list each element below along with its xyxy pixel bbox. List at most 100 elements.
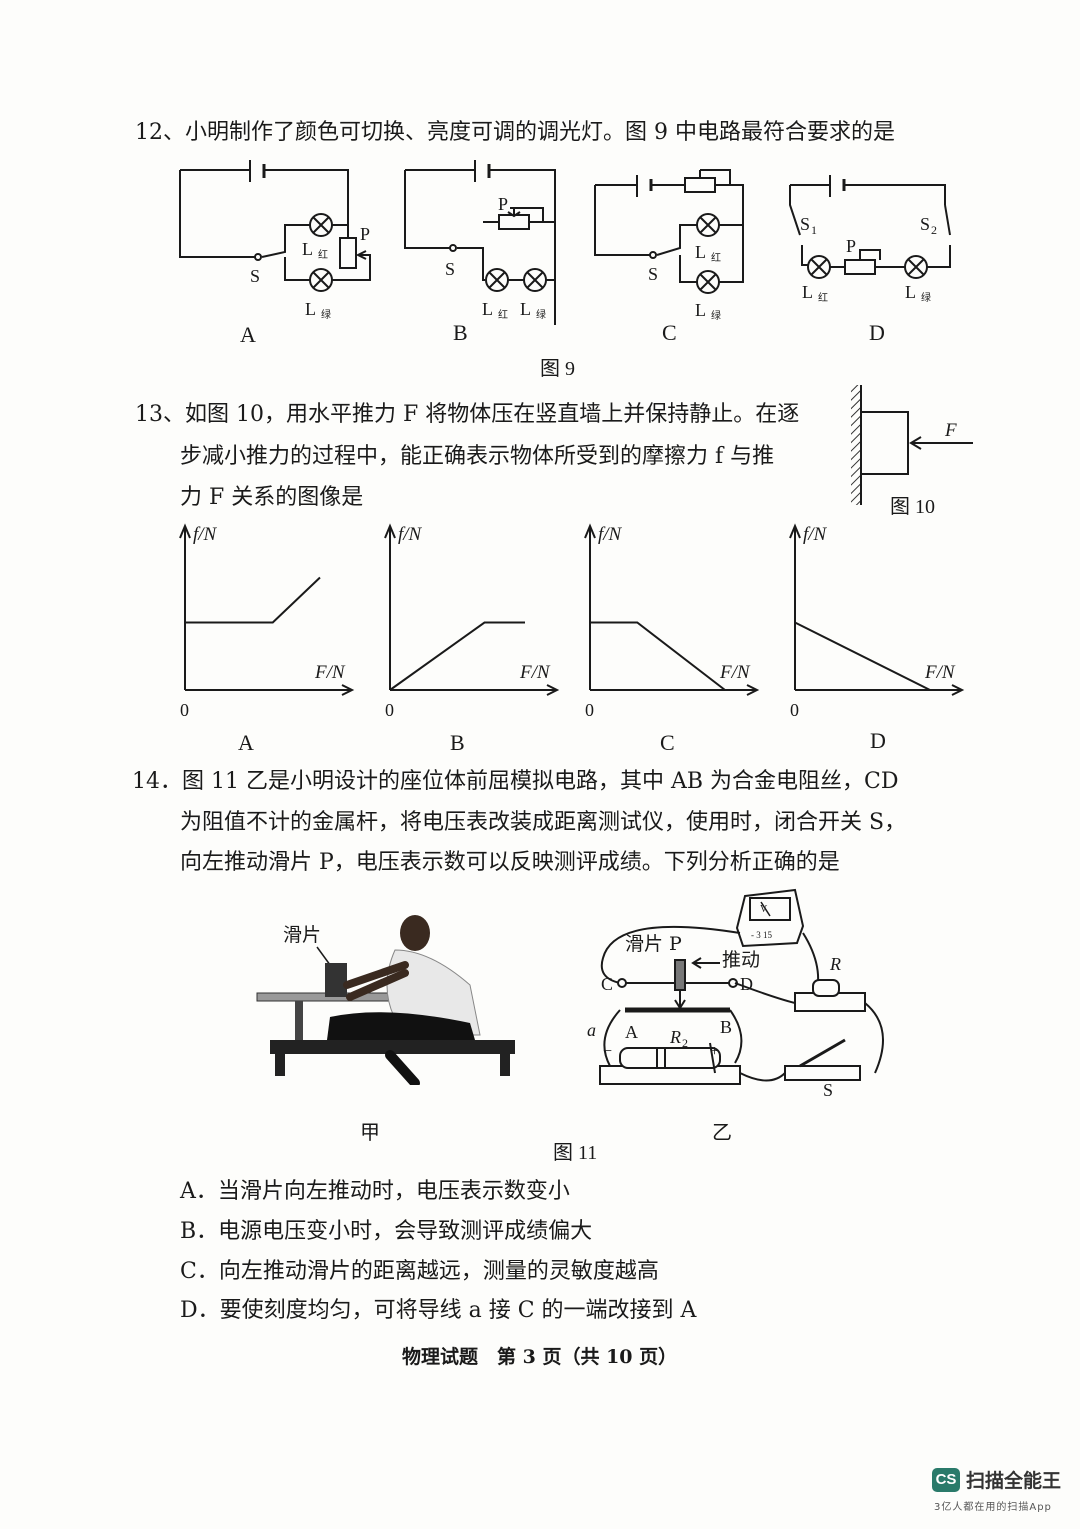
svg-text:V: V xyxy=(760,904,768,915)
svg-text:绿: 绿 xyxy=(321,308,331,321)
svg-text:S: S xyxy=(648,264,658,284)
svg-text:C: C xyxy=(601,974,613,994)
q13-option-b: B xyxy=(450,730,465,755)
svg-text:红: 红 xyxy=(818,291,828,304)
watermark-logo: CS xyxy=(932,1468,960,1492)
graph-a-origin: 0 xyxy=(180,700,189,720)
question-14-line-1: 14．图 11 乙是小明设计的座位体前屈模拟电路，其中 AB 为合金电阻丝，CD xyxy=(132,769,899,794)
graph-b-line xyxy=(389,621,525,691)
circuit-b xyxy=(404,160,556,325)
q13-option-d: D xyxy=(870,728,886,753)
svg-text:L: L xyxy=(905,282,916,302)
svg-text:D: D xyxy=(740,974,753,994)
svg-text:L: L xyxy=(695,300,706,320)
watermark-tagline: 3亿人都在用的扫描App xyxy=(934,1502,1052,1513)
figure-10-wall: F xyxy=(851,385,973,505)
circuit-d xyxy=(789,175,951,279)
graph-c-ylabel: f/N xyxy=(598,524,623,545)
question-14-line-2: 为阻值不计的金属杆，将电压表改装成距离测试仪，使用时，闭合开关 S， xyxy=(180,810,907,835)
svg-text:1: 1 xyxy=(811,223,817,237)
graph-b-ylabel: f/N xyxy=(398,524,423,545)
svg-text:红: 红 xyxy=(318,248,328,261)
graph-b-origin: 0 xyxy=(385,700,394,720)
graph-b-xlabel: F/N xyxy=(519,662,551,683)
question-13-line-1: 13、如图 10，用水平推力 F 将物体压在竖直墙上并保持静止。在逐 xyxy=(135,402,800,427)
svg-text:L: L xyxy=(520,299,531,319)
figure-10-caption: 图 10 xyxy=(890,496,935,518)
graph-d-y-arrow xyxy=(789,523,801,539)
svg-text:S: S xyxy=(823,1080,833,1100)
svg-text:绿: 绿 xyxy=(536,308,546,321)
graph-d-origin: 0 xyxy=(790,700,799,720)
question-13-line-2: 步减小推力的过程中，能正确表示物体所受到的摩擦力 f 与推 xyxy=(180,444,775,469)
q13-option-c: C xyxy=(660,730,675,755)
label-s: S xyxy=(250,266,260,286)
graph-c-line xyxy=(590,621,726,691)
question-13-line-3: 力 F 关系的图像是 xyxy=(180,485,364,510)
svg-text:S: S xyxy=(800,214,810,234)
svg-text:2: 2 xyxy=(931,223,937,237)
svg-text:B: B xyxy=(720,1017,732,1037)
graph-a-ylabel: f/N xyxy=(193,524,218,545)
page-footer: 物理试题 第 3 页（共 10 页） xyxy=(402,1346,678,1368)
choice-c: C．向左推动滑片的距离越远，测量的灵敏度越高 xyxy=(180,1259,659,1284)
graph-d-xlabel: F/N xyxy=(924,662,956,683)
circuit-c xyxy=(594,169,744,294)
graph-b-x-arrow xyxy=(546,684,560,696)
q13-graphs: f/N F/N 0 f/N F/N 0 f/N F/N 0 f/N F/N 0 xyxy=(179,523,965,720)
graph-c-xlabel: F/N xyxy=(719,662,751,683)
svg-text:L: L xyxy=(302,239,313,259)
svg-text:a: a xyxy=(587,1020,596,1040)
svg-text:L: L xyxy=(695,242,706,262)
q12-option-a: A xyxy=(240,322,256,347)
svg-text:A: A xyxy=(625,1022,638,1042)
circuit-a xyxy=(179,160,371,292)
question-12-text: 12、小明制作了颜色可切换、亮度可调的调光灯。图 9 中电路最符合要求的是 xyxy=(135,120,895,145)
graph-a-x-arrow xyxy=(341,684,355,696)
figure-9-caption: 图 9 xyxy=(540,358,575,380)
slider-p-label: 滑片 P xyxy=(625,933,682,955)
svg-text:L: L xyxy=(802,282,813,302)
figure-11-sub-right: 乙 xyxy=(712,1120,732,1144)
svg-text:−: − xyxy=(603,1043,612,1060)
svg-text:R: R xyxy=(669,1027,681,1047)
svg-text:S: S xyxy=(920,214,930,234)
svg-text:R: R xyxy=(829,954,841,974)
figure-11-sub-left: 甲 xyxy=(360,1120,380,1144)
question-14-line-3: 向左推动滑片 P，电压表示数可以反映测评成绩。下列分析正确的是 xyxy=(180,850,840,875)
q12-option-d: D xyxy=(869,320,885,345)
graph-c-x-arrow xyxy=(746,684,760,696)
svg-text:+: + xyxy=(710,1043,719,1060)
graph-d-ylabel: f/N xyxy=(803,524,828,545)
graph-b-y-arrow xyxy=(384,523,396,539)
svg-text:S: S xyxy=(445,259,455,279)
push-label: 推动 xyxy=(722,949,760,971)
q13-option-a: A xyxy=(238,730,254,755)
svg-text:红: 红 xyxy=(711,251,721,264)
figure-11-photo: 滑片 xyxy=(256,915,515,1085)
choice-a: A．当滑片向左推动时，电压表示数变小 xyxy=(180,1179,570,1204)
q12-option-c: C xyxy=(662,320,677,345)
graph-a-y-arrow xyxy=(179,523,191,539)
graph-a-xlabel: F/N xyxy=(314,662,346,683)
svg-text:绿: 绿 xyxy=(711,309,721,322)
svg-text:绿: 绿 xyxy=(921,291,931,304)
force-label: F xyxy=(944,420,957,441)
graph-d-x-arrow xyxy=(951,684,965,696)
svg-text:P: P xyxy=(846,236,856,256)
graph-c-origin: 0 xyxy=(585,700,594,720)
slider-label: 滑片 xyxy=(283,924,321,946)
choice-d: D．要使刻度均匀，可将导线 a 接 C 的一端改接到 A xyxy=(180,1298,697,1323)
label-p: P xyxy=(360,224,370,244)
svg-text:L: L xyxy=(305,299,316,319)
graph-a-line xyxy=(185,576,321,624)
svg-text:- 3 15: - 3 15 xyxy=(751,930,772,940)
svg-text:L: L xyxy=(482,299,493,319)
svg-text:P: P xyxy=(498,194,508,214)
svg-text:红: 红 xyxy=(498,308,508,321)
graph-c-y-arrow xyxy=(584,523,596,539)
q12-option-b: B xyxy=(453,320,468,345)
choice-b: B．电源电压变小时，会导致测评成绩偏大 xyxy=(180,1219,593,1244)
